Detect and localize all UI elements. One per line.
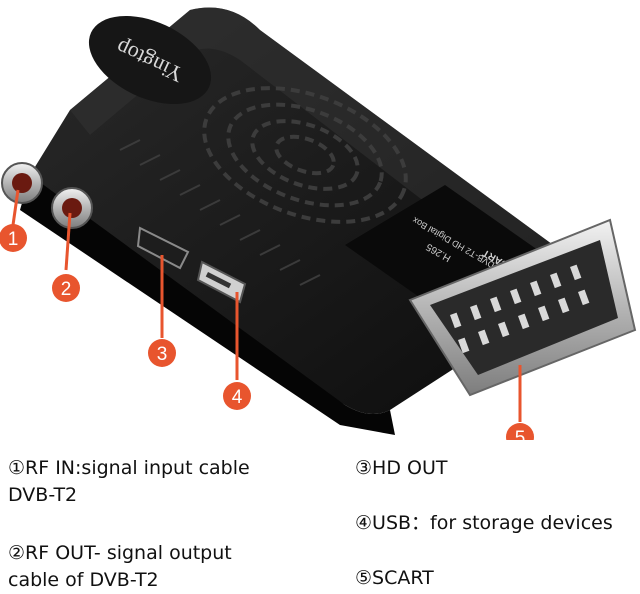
callout-2-number: 2 xyxy=(61,279,72,300)
callout-1: 1 xyxy=(0,224,27,252)
caption-hd-out: ③HD OUT xyxy=(355,455,447,482)
caption-rf-out: ②RF OUT- signal output cable of DVB-T2 xyxy=(8,540,232,594)
rf-out-connector xyxy=(51,187,93,229)
callout-2: 2 xyxy=(52,274,80,302)
usb-port xyxy=(196,260,247,304)
rf-in-connector xyxy=(1,162,43,204)
caption-usb-text: ④USB：for storage devices xyxy=(355,512,613,534)
caption-rf-out-line2: cable of DVB-T2 xyxy=(8,569,159,591)
scart-connector xyxy=(408,218,637,397)
hdmi-port xyxy=(136,226,190,270)
callout-5-number: 5 xyxy=(515,428,526,440)
logo-plate: Yingtop xyxy=(88,15,212,105)
callout-4: 4 xyxy=(223,382,251,410)
caption-scart-text: ⑤SCART xyxy=(355,567,434,589)
callout-3: 3 xyxy=(148,339,176,367)
callout-leaders xyxy=(11,189,522,422)
caption-hd-out-text: ③HD OUT xyxy=(355,457,448,479)
vent-grille xyxy=(202,86,408,224)
caption-rf-in-line2: DVB-T2 xyxy=(8,484,78,506)
callout-1-number: 1 xyxy=(8,229,19,250)
caption-rf-out-line1: ②RF OUT- signal output xyxy=(8,542,232,564)
caption-usb: ④USB：for storage devices xyxy=(355,510,613,537)
callout-5: 5 xyxy=(506,423,534,440)
caption-scart: ⑤SCART xyxy=(355,565,434,592)
callout-4-number: 4 xyxy=(232,387,243,408)
caption-rf-in-line1: ①RF IN:signal input cable xyxy=(8,457,250,479)
caption-rf-in: ①RF IN:signal input cable DVB-T2 xyxy=(8,455,250,509)
callout-3-number: 3 xyxy=(157,344,168,365)
product-photo: Yingtop DVB-T2 HD Digital Box H.265 SCAR… xyxy=(0,7,637,440)
